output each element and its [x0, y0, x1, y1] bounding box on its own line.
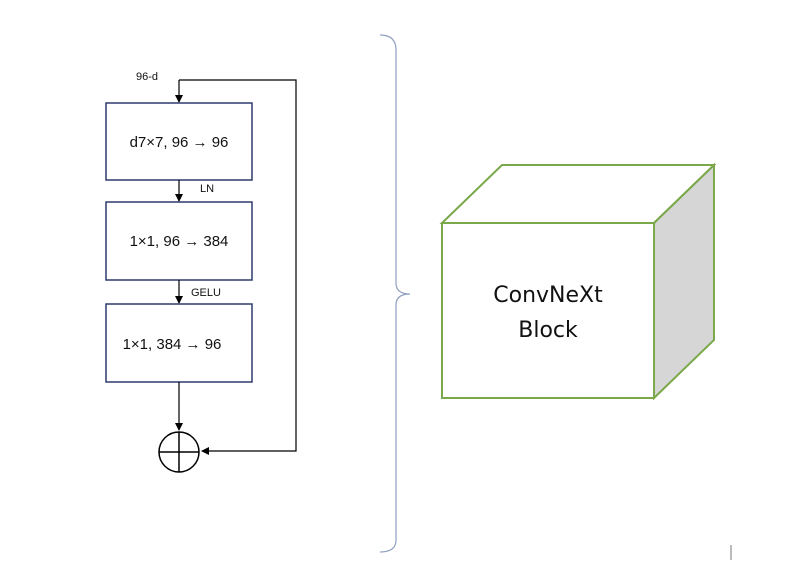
- layer-box-pointwise-project: [105, 303, 253, 383]
- residual-connection: [179, 79, 297, 455]
- layer-label-depthwise-conv: d7×7, 96 → 96: [130, 134, 229, 151]
- layer-label-pointwise-project: 1×1, 384 → 96: [123, 336, 222, 353]
- layer-box-depthwise-conv: [105, 102, 253, 181]
- curly-bracket: [379, 34, 411, 553]
- convnext-block-cube: [439, 162, 717, 401]
- layer-label-pointwise-expand: 1×1, 96 → 384: [130, 233, 229, 250]
- input-label: 96-d: [136, 71, 158, 83]
- block-title-line1: ConvNeXt: [493, 283, 603, 308]
- layer-box-pointwise-expand: [105, 201, 253, 281]
- block-title-line2: Block: [518, 318, 578, 343]
- add-node-icon: [158, 431, 200, 473]
- ln-label: LN: [200, 183, 214, 195]
- gelu-label: GELU: [191, 287, 221, 299]
